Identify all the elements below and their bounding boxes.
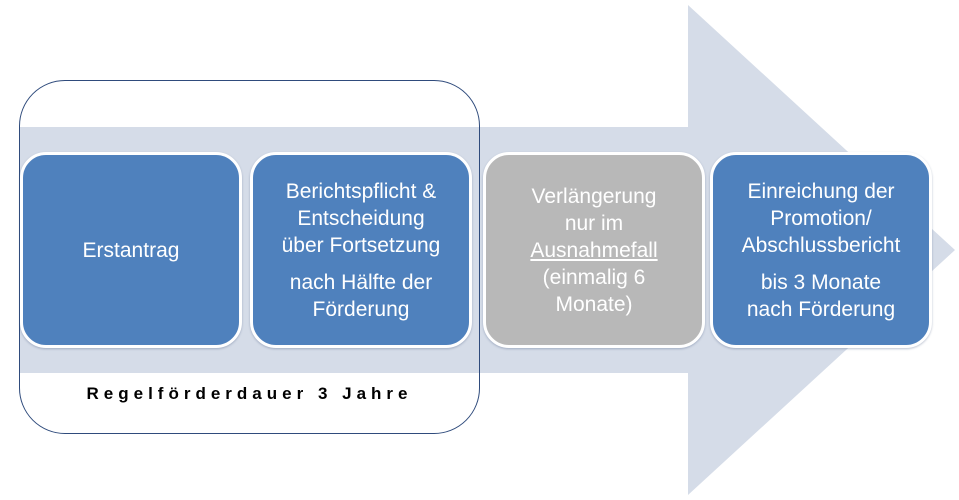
step-4-line-3: Abschlussbericht: [741, 233, 901, 257]
step-3-line-3: Ausnahmefall: [530, 238, 658, 262]
step-berichtspflicht: Berichtspflicht & Entscheidung über Fort…: [250, 152, 472, 348]
step-4-line-2: Promotion/: [770, 206, 872, 230]
step-2-sub-line-1: nach Hälfte der: [289, 270, 433, 294]
step-4-line-1: Einreichung der: [747, 179, 895, 203]
step-3-line-5: Monate): [555, 292, 633, 316]
step-3-line-1: Verlängerung: [531, 184, 657, 208]
step-2-line-3: über Fortsetzung: [281, 233, 441, 257]
step-2-line-1: Berichtspflicht &: [285, 179, 437, 203]
step-einreichung: Einreichung der Promotion/ Abschlussberi…: [710, 152, 932, 348]
step-erstantrag: Erstantrag: [20, 152, 242, 348]
duration-label: Regelförderdauer 3 Jahre: [86, 384, 413, 403]
step-3-line-2: nur im: [564, 211, 624, 235]
step-1-line-1: Erstantrag: [82, 238, 180, 262]
step-4-sub-line-2: nach Förderung: [746, 297, 896, 321]
step-2-sub-line-2: Förderung: [312, 297, 410, 321]
step-2-line-2: Entscheidung: [297, 206, 425, 230]
regular-funding-period-bracket: [19, 80, 480, 434]
step-verlaengerung: Verlängerung nur im Ausnahmefall (einmal…: [483, 152, 705, 348]
step-4-sub-line-1: bis 3 Monate: [760, 270, 882, 294]
step-3-line-4: (einmalig 6: [542, 265, 646, 289]
